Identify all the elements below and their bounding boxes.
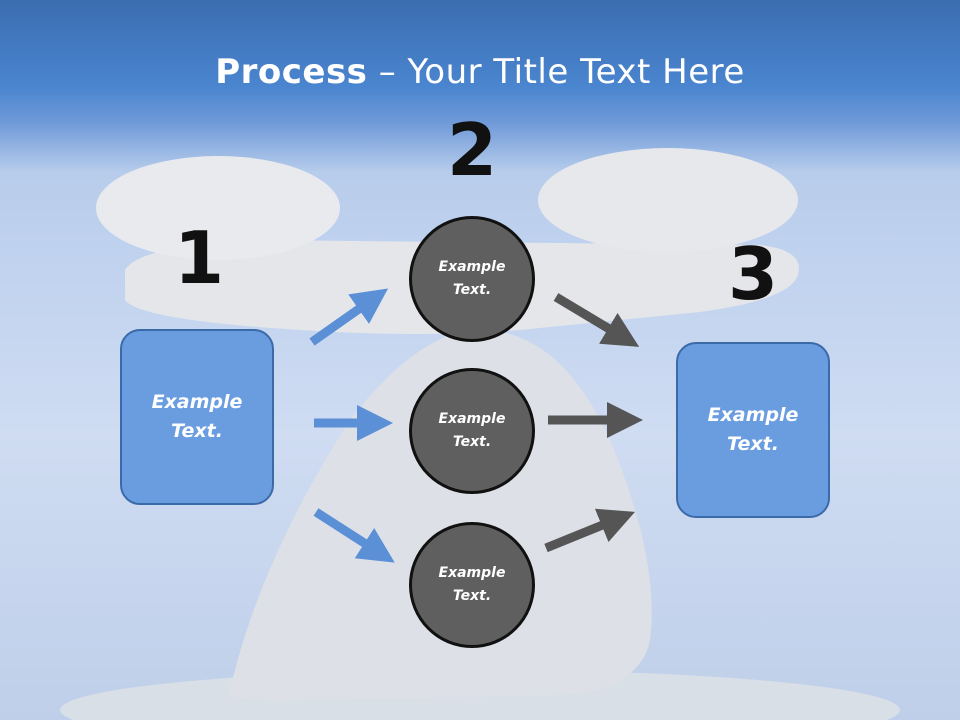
step-number-2: 2: [446, 108, 498, 192]
title-bold: Process: [215, 52, 368, 92]
circle-top-text: Example Text.: [438, 259, 506, 298]
circle-top: Example Text.: [409, 216, 535, 342]
title-rest: – Your Title Text Here: [367, 52, 745, 92]
arrow-from-top-circle: [553, 293, 640, 347]
step-number-1: 1: [173, 216, 225, 300]
step-number-3: 3: [727, 232, 779, 316]
left-text-box: Example Text.: [120, 329, 274, 505]
arrow-to-bottom-circle: [313, 508, 395, 563]
slide-title: Process – Your Title Text Here: [0, 52, 960, 92]
arrow-to-top-circle: [309, 288, 389, 346]
circle-middle-text: Example Text.: [438, 411, 506, 450]
left-box-text: Example Text.: [151, 391, 243, 442]
right-text-box: Example Text.: [676, 342, 830, 518]
circle-bottom: Example Text.: [409, 522, 535, 648]
circle-bottom-text: Example Text.: [438, 565, 506, 604]
right-box-text: Example Text.: [707, 404, 799, 455]
circle-middle: Example Text.: [409, 368, 535, 494]
arrow-from-bottom-circle: [544, 508, 636, 553]
